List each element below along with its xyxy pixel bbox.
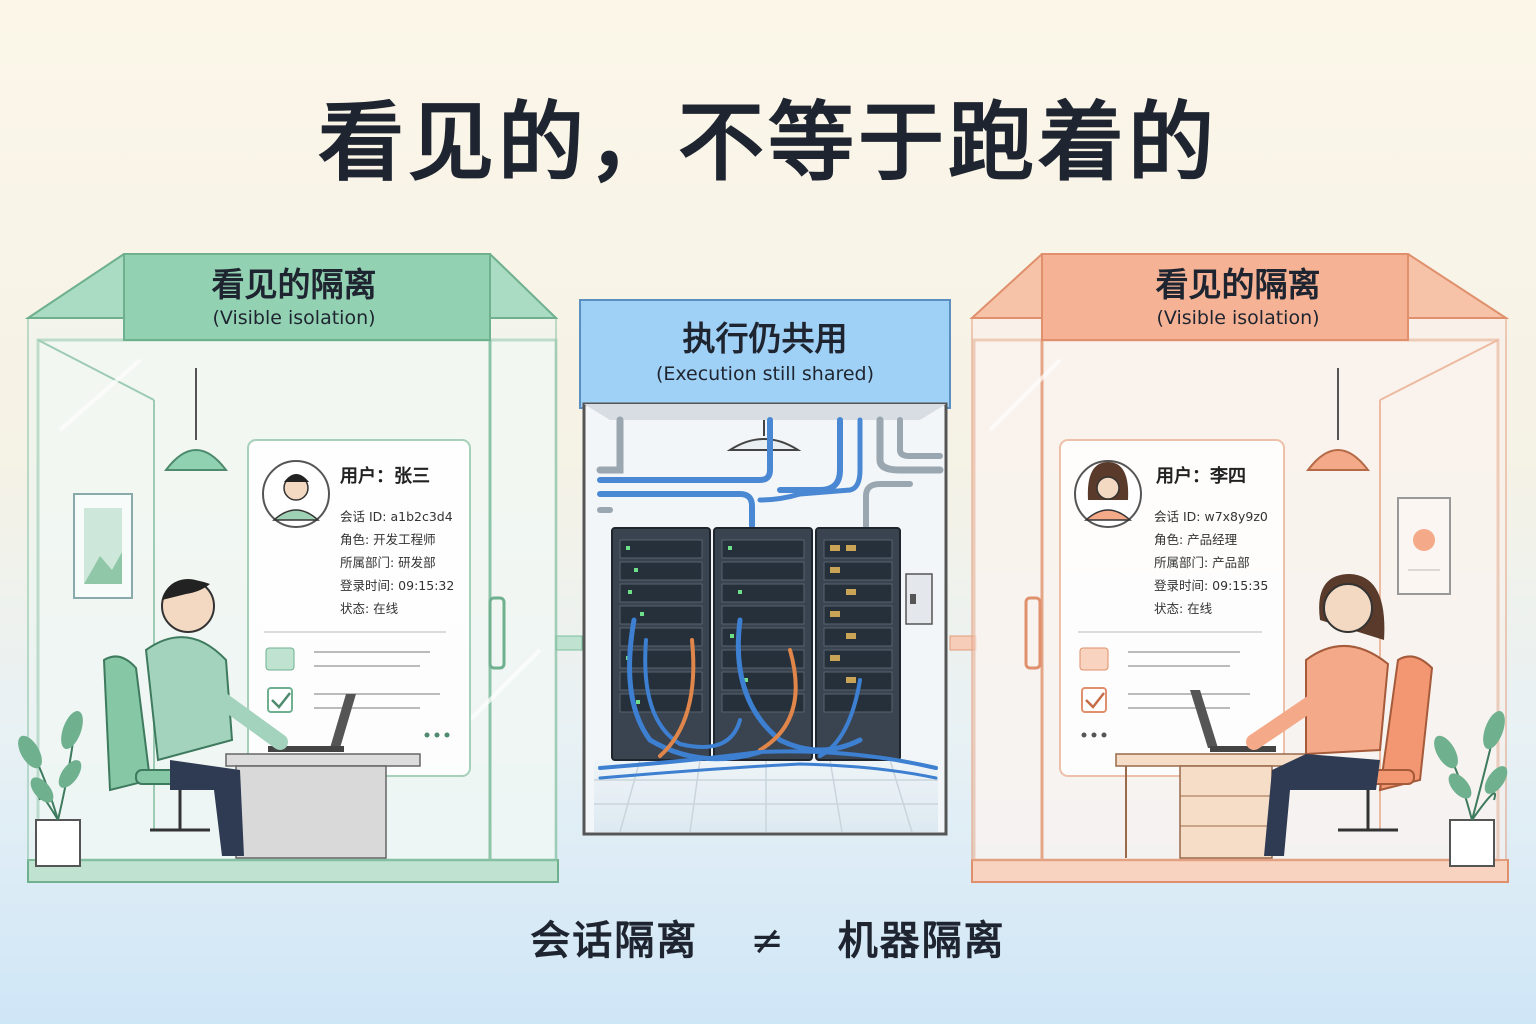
right-card-row-0: 会话 ID: w7x8y9z0 <box>1154 509 1268 524</box>
right-chair <box>1378 655 1434 792</box>
center-room-sublabel: (Execution still shared) <box>656 363 874 385</box>
center-room <box>579 299 951 836</box>
left-card-user: 用户：张三 <box>340 465 430 487</box>
left-chair <box>102 655 152 792</box>
checkbox-icon <box>267 687 293 713</box>
right-room-sublabel: (Visible isolation) <box>1156 307 1319 329</box>
left-room: 用户：张三 会话 ID: a1b2c3d4 角色: 开发工程师 所属部门: 研发… <box>18 253 559 883</box>
page-title: 看见的，不等于跑着的 <box>318 93 1218 193</box>
right-person <box>1323 583 1373 633</box>
left-card-row-2: 所属部门: 研发部 <box>340 555 436 570</box>
not-equal-symbol: ≠ <box>750 918 786 964</box>
folder-icon <box>265 647 295 671</box>
machine-isolation-label: 机器隔离 <box>837 918 1006 964</box>
center-room-label: 执行仍共用 <box>683 319 848 358</box>
left-card-row-4: 状态: 在线 <box>340 601 399 616</box>
right-card-user: 用户：李四 <box>1156 465 1246 487</box>
right-card-row-3: 登录时间: 09:15:35 <box>1154 578 1268 593</box>
left-card-row-0: 会话 ID: a1b2c3d4 <box>340 509 453 524</box>
left-room-label: 看见的隔离 <box>212 265 377 304</box>
left-card-row-1: 角色: 开发工程师 <box>340 532 436 547</box>
left-card-row-3: 登录时间: 09:15:32 <box>340 578 454 593</box>
left-room-sublabel: (Visible isolation) <box>212 307 375 329</box>
checkbox-icon <box>1081 687 1107 713</box>
right-room-label: 看见的隔离 <box>1156 265 1321 304</box>
right-card-row-1: 角色: 产品经理 <box>1154 532 1238 547</box>
right-card-row-4: 状态: 在线 <box>1154 601 1213 616</box>
right-room: 用户：李四 会话 ID: w7x8y9z0 角色: 产品经理 所属部门: 产品部… <box>969 253 1510 883</box>
bottom-caption: 会话隔离 ≠ 机器隔离 <box>0 908 1536 966</box>
folder-icon <box>1079 647 1109 671</box>
right-card-row-2: 所属部门: 产品部 <box>1154 555 1250 570</box>
connector-left <box>555 635 583 651</box>
server-racks <box>611 527 901 761</box>
session-isolation-label: 会话隔离 <box>530 918 699 964</box>
